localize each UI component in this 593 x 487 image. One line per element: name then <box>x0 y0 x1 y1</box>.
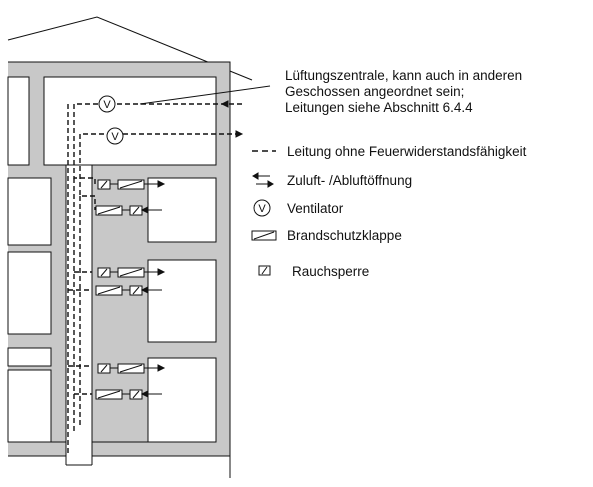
legend-damper-label: Brandschutzklappe <box>287 228 402 243</box>
ventilator-symbols: V V <box>98 95 124 145</box>
legend-opening-icon <box>252 172 274 188</box>
fan-icon <box>98 95 116 113</box>
callout-line-3: Leitungen siehe Abschnitt 6.4.4 <box>285 100 473 115</box>
callout-line-2: Geschossen angeordnet sein; <box>285 84 464 99</box>
roof-outline <box>7 16 253 81</box>
legend: Leitung ohne Feuerwiderstandsfähigkeit Z… <box>251 144 527 279</box>
legend-opening-label: Zuluft- /Abluftöffnung <box>287 173 412 188</box>
fan-icon <box>106 127 124 145</box>
building-outline <box>7 61 231 478</box>
legend-fan-label: Ventilator <box>287 201 344 216</box>
fan-label: V <box>111 131 119 143</box>
callout-leader <box>139 85 271 105</box>
legend-duct-label: Leitung ohne Feuerwiderstandsfähigkeit <box>287 144 527 159</box>
legend-fan-icon <box>253 199 271 217</box>
legend-smoke-diagonal <box>261 266 268 275</box>
callout-text: Lüftungszentrale, kann auch in anderen G… <box>285 68 522 115</box>
legend-smoke-label: Rauchsperre <box>292 264 369 279</box>
legend-fan-glyph: V <box>258 203 266 215</box>
fan-label: V <box>103 99 111 111</box>
damper-rows <box>95 179 166 400</box>
legend-damper-diagonal <box>253 231 275 240</box>
plant-room-arrows <box>220 100 244 138</box>
callout-line-1: Lüftungszentrale, kann auch in anderen <box>285 68 522 83</box>
